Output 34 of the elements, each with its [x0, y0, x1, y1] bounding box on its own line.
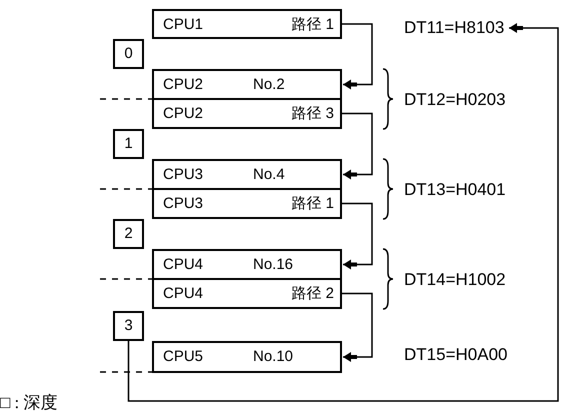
- cpu-row: [152, 249, 342, 280]
- cpu-name: CPU1: [163, 16, 204, 34]
- depth-number: 2: [113, 219, 144, 249]
- cpu-name: CPU3: [163, 166, 204, 184]
- cpu-row: [152, 188, 342, 219]
- depth-number: 0: [113, 39, 144, 69]
- register-value: DT11=H8103: [404, 15, 508, 41]
- cpu-row: [152, 159, 342, 190]
- cpu-name: CPU2: [163, 76, 204, 94]
- cpu-name: CPU4: [163, 256, 204, 274]
- cpu-row: [152, 9, 342, 39]
- cpu-name: CPU4: [163, 285, 204, 303]
- cpu-row: [152, 278, 342, 309]
- cpu-name: CPU2: [163, 105, 204, 123]
- register-value: DT14=H1002: [404, 269, 506, 291]
- route-number: No.16: [253, 256, 294, 274]
- cpu-row: [152, 341, 342, 373]
- cpu-row: [152, 98, 342, 129]
- route-number: No.4: [253, 166, 285, 184]
- cpu-name: CPU3: [163, 195, 204, 213]
- cpu-name: CPU5: [163, 348, 204, 366]
- register-value: DT13=H0401: [404, 179, 506, 201]
- route-number: 路径 3: [291, 105, 334, 123]
- route-number: No.2: [253, 76, 285, 94]
- route-number: No.10: [253, 348, 294, 366]
- route-number: 路径 1: [291, 16, 334, 34]
- cpu-row: [152, 69, 342, 100]
- depth-number: 3: [113, 311, 144, 341]
- register-value: DT15=H0A00: [404, 344, 508, 366]
- depth-number: 1: [113, 129, 144, 159]
- route-number: 路径 2: [291, 285, 334, 303]
- legend-note: □ : 深度: [0, 392, 58, 414]
- register-value: DT12=H0203: [404, 89, 506, 111]
- route-number: 路径 1: [291, 195, 334, 213]
